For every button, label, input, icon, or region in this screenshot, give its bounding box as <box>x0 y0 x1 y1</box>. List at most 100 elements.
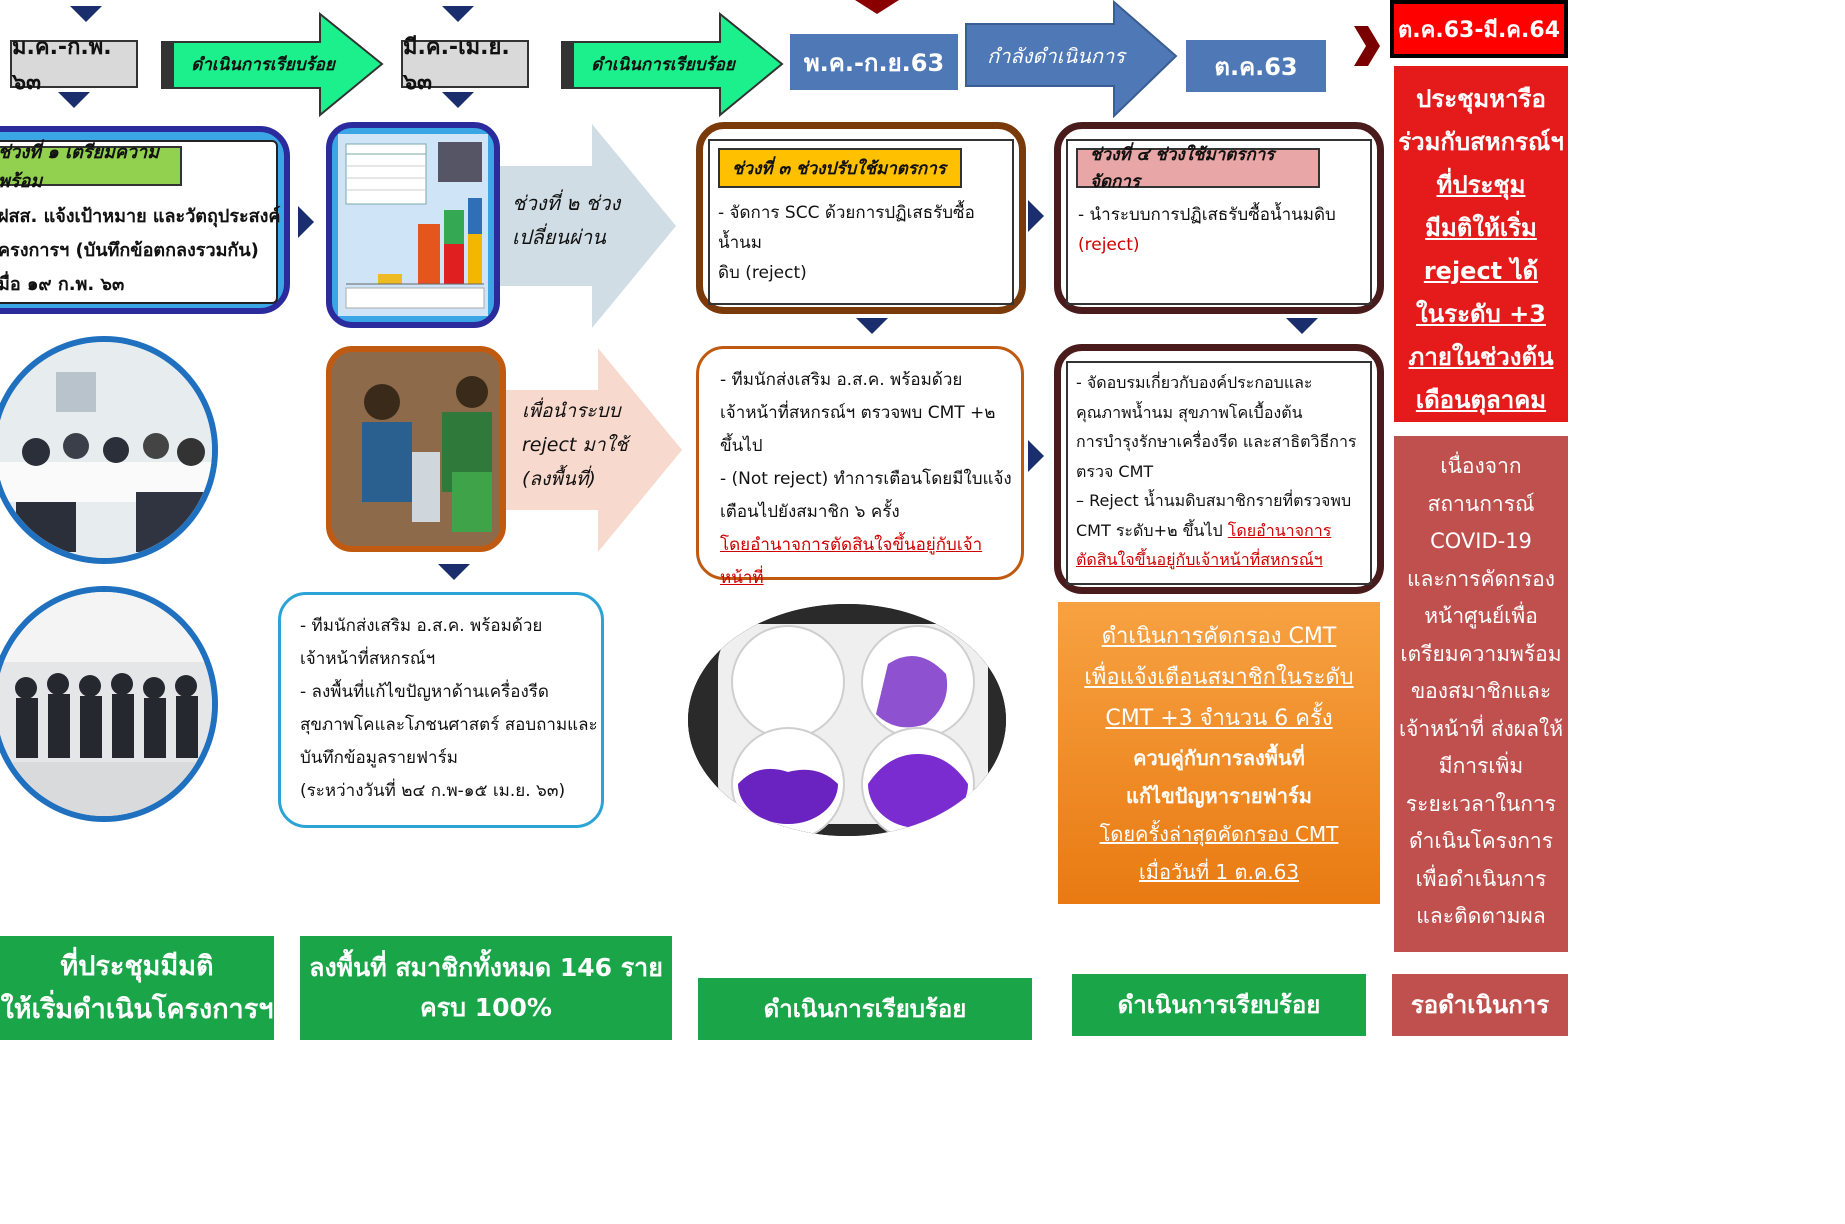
chevron-down-icon <box>70 6 102 22</box>
progress-arrow-2-label: ดำเนินการเรียบร้อย <box>591 54 735 75</box>
progress-arrow-1 <box>161 12 384 117</box>
period-box-5: ต.ค.63-มี.ค.64 <box>1390 0 1568 58</box>
cmt-screening-box: ดำเนินการคัดกรอง CMT เพื่อแจ้งเตือนสมาชิ… <box>1058 602 1380 904</box>
group-photo <box>0 586 218 822</box>
phase1-line: มื่อ ๑๙ ก.พ. ๖๓ <box>0 274 125 295</box>
cmt-line: CMT +3 จำนวน 6 ครั้ง <box>1105 706 1333 731</box>
phase3-detail-line: เตือนไปยังสมาชิก ๖ ครั้ง <box>720 502 900 522</box>
period-box-1: ม.ค.-ก.พ. ๖๓ <box>10 35 138 95</box>
progress-arrow-1-label: ดำเนินการเรียบร้อย <box>191 54 335 75</box>
covid-line: และติดตามผล <box>1416 904 1546 928</box>
phase2-arrow-text: ช่วงที่ ๒ ช่วง เปลี่ยนผ่าน <box>512 186 622 254</box>
cmt-line: เมื่อวันที่ 1 ต.ค.63 <box>1138 860 1300 884</box>
meeting-photo-image <box>0 342 212 558</box>
chevron-down-icon <box>442 92 474 108</box>
phase4-detail-red: ตัดสินใจขึ้นอยู่กับเจ้าหน้าที่สหกรณ์ฯ <box>1076 550 1323 569</box>
chevron-down-icon <box>438 564 470 580</box>
chevron-down-icon <box>442 6 474 22</box>
covid-line: เพื่อดำเนินการ <box>1415 866 1547 891</box>
phase3-details-text: - ทีมนักส่งเสริม อ.ส.ค. พร้อมด้วย เจ้าหน… <box>720 364 1016 595</box>
phase2-arrow <box>500 124 676 328</box>
phase1-line: ฝสส. แจ้งเป้าหมาย และวัตถุประสงค์ <box>0 206 281 227</box>
meeting-line: ที่ประชุม <box>1436 171 1526 199</box>
phase3-line: ดิบ (reject) <box>718 263 807 283</box>
meeting-line: ร่วมกับสหกรณ์ฯ <box>1398 128 1564 156</box>
phase4-detail-line: การบำรุงรักษาเครื่องรีด และสาธิตวิธีการ <box>1076 432 1357 451</box>
period-box-4: ต.ค.63 <box>1186 40 1326 92</box>
covid-line: ระยะเวลาในการ <box>1405 791 1557 816</box>
field-arrow <box>506 348 682 552</box>
footer-status-4: ดำเนินการเรียบร้อย <box>1072 974 1366 1036</box>
phase2-detail-line: - ลงพื้นที่แก้ไขปัญหาด้านเครื่องรีด <box>300 682 549 702</box>
cmt-line: โดยครั้งล่าสุดคัดกรอง CMT <box>1099 822 1339 846</box>
chevron-down-icon <box>58 92 90 108</box>
phase2-detail-line: เจ้าหน้าที่สหกรณ์ฯ <box>300 649 436 669</box>
phase4-details-text: - จัดอบรมเกี่ยวกับองค์ประกอบและ คุณภาพน้… <box>1076 368 1372 575</box>
phase3-detail-line: - ทีมนักส่งเสริม อ.ส.ค. พร้อมด้วย <box>720 370 963 390</box>
chevron-down-icon <box>1286 318 1318 334</box>
meeting-line: มีมติให้เริ่ม <box>1425 214 1537 242</box>
field-arrow-line: reject มาใช้ <box>522 434 628 456</box>
cmt-test-photo <box>688 604 1006 836</box>
cmt-line: ดำเนินการคัดกรอง CMT <box>1101 624 1337 649</box>
meeting-line: ในระดับ +3 <box>1416 300 1546 328</box>
progress-arrow-2 <box>561 12 784 117</box>
meeting-line: ประชุมหารือ <box>1416 85 1546 113</box>
phase4-detail-cmt: CMT ระดับ+๒ ขึ้นไป <box>1076 520 1223 540</box>
phase2-detail-line: (ระหว่างวันที่ ๒๔ ก.พ-๑๕ เม.ย. ๖๓) <box>300 781 566 801</box>
phase2-details <box>278 592 604 828</box>
phase3-detail-line: - (Not reject) ทำการเตือนโดยมีใบแจ้ง <box>720 469 1012 489</box>
covid-line: และการคัดกรอง <box>1406 566 1555 591</box>
meeting-photo <box>0 336 218 564</box>
phase4-line: - นำระบบการปฏิเสธรับซื้อน้ำนมดิบ <box>1078 205 1336 225</box>
cmt-paddle-image <box>688 604 1006 836</box>
footer-status-2-line: ลงพื้นที่ สมาชิกทั้งหมด 146 ราย <box>309 953 663 982</box>
covid-line: เตรียมความพร้อม <box>1400 641 1562 666</box>
phase4-card <box>1066 139 1372 305</box>
phase4-detail-line: ตรวจ CMT <box>1076 461 1154 481</box>
phase4-detail-red: โดยอำนาจการ <box>1227 520 1332 540</box>
field-arrow-text: เพื่อนำระบบ reject มาใช้ (ลงพื้นที่) <box>522 394 642 496</box>
phase1-text: ฝสส. แจ้งเป้าหมาย และวัตถุประสงค์ ครงการ… <box>0 200 288 302</box>
phase3-card <box>708 139 1014 305</box>
covid-line: เนื่องจาก <box>1440 454 1522 478</box>
progress-arrow-3 <box>965 0 1178 118</box>
chevron-right-icon <box>1028 200 1044 232</box>
phase2-details-text: - ทีมนักส่งเสริม อ.ส.ค. พร้อมด้วย เจ้าหน… <box>300 610 600 808</box>
covid-line: ดำเนินโครงการ <box>1409 829 1553 853</box>
chevron-right-icon <box>298 206 314 238</box>
phase2-detail-line: สุขภาพโคและโภชนศาสตร์ สอบถามและ <box>300 715 598 735</box>
footer-status-1-line: ให้เริ่มดำเนินโครงการฯ <box>0 994 274 1025</box>
footer-status-1-line: ที่ประชุมมีมติ <box>60 950 214 982</box>
phase3-text: - จัดการ SCC ด้วยการปฏิเสธรับซื้อน้ำนม ด… <box>718 198 1010 288</box>
phase3-detail-line: ขึ้นไป <box>720 436 763 456</box>
period-box-3: พ.ค.-ก.ย.63 <box>790 34 958 90</box>
chevron-right-icon <box>1028 440 1044 472</box>
chevron-down-icon <box>855 0 899 14</box>
period-box-2: มี.ค.-เม.ย. ๖๓ <box>401 35 529 95</box>
cmt-line: เพื่อแจ้งเตือนสมาชิกในระดับ <box>1084 665 1354 690</box>
meeting-line: เดือนตุลาคม <box>1415 386 1547 414</box>
phase4-title: ช่วงที่ ๔ ช่วงใช้มาตรการจัดการ <box>1076 145 1320 192</box>
phase2-chart-frame <box>326 122 500 328</box>
phase3-title: ช่วงที่ ๓ ช่วงปรับใช้มาตรการ <box>718 148 962 188</box>
phase2-detail-line: บันทึกข้อมูลรายฟาร์ม <box>300 748 458 768</box>
field-photo-image <box>332 352 500 546</box>
meeting-line: ภายในช่วงต้น <box>1408 343 1554 371</box>
phase3-line: - จัดการ SCC ด้วยการปฏิเสธรับซื้อน้ำนม <box>718 203 975 253</box>
phase2-arrow-line: ช่วงที่ ๒ ช่วง <box>512 191 621 215</box>
phase1-title: ช่วงที่ ๑ เตรียมความพร้อม <box>0 142 182 192</box>
covid-line: เจ้าหน้าที่ ส่งผลให้ <box>1398 716 1564 741</box>
phase2-arrow-line: เปลี่ยนผ่าน <box>512 225 606 249</box>
covid-line: ของสมาชิกและ <box>1410 679 1552 703</box>
phase4-detail-line: - จัดอบรมเกี่ยวกับองค์ประกอบและ <box>1076 373 1313 392</box>
phase4-line: (reject) <box>1078 235 1140 255</box>
phase4-detail-line: คุณภาพน้ำนม สุขภาพโคเบื้องต้น <box>1076 402 1303 422</box>
cmt-line: แก้ไขปัญหารายฟาร์ม <box>1126 784 1312 808</box>
covid-line: สถานการณ์ <box>1427 491 1535 516</box>
meeting-line: reject ได้ <box>1423 257 1539 285</box>
phase2-detail-line: - ทีมนักส่งเสริม อ.ส.ค. พร้อมด้วย <box>300 616 543 636</box>
cmt-line: ควบคู่กับการลงพื้นที่ <box>1133 746 1305 770</box>
phase1-line: ครงการฯ (บันทึกข้อตกลงรวมกัน) <box>0 240 259 261</box>
field-arrow-line: (ลงพื้นที่) <box>522 468 596 490</box>
